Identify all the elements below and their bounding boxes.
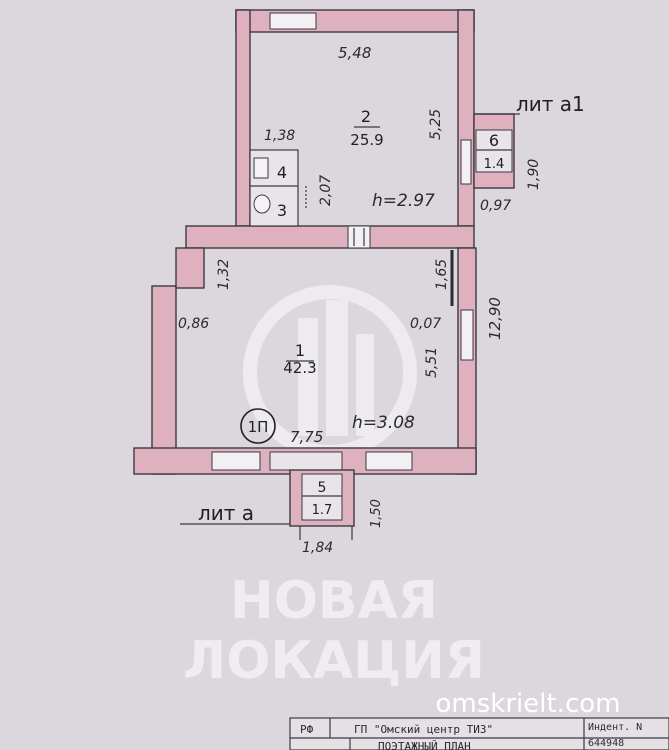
entrance-marker: 1П xyxy=(240,408,276,444)
bathroom-block xyxy=(249,149,307,227)
dim-5-51: 5,51 xyxy=(424,347,440,378)
label-lit-a: лит а xyxy=(198,501,254,525)
dim-5-48: 5,48 xyxy=(338,44,371,62)
height-lower: h=3.08 xyxy=(352,413,415,433)
window-top xyxy=(269,12,317,30)
dim-1-65: 1,65 xyxy=(434,259,450,290)
room-2-number: 2 xyxy=(361,107,371,126)
entrance-opening xyxy=(269,451,343,471)
title-block: РФ ГП "Омский центр ТИЗ" Индент. N 64494… xyxy=(289,717,669,750)
stamp-cell2: ГП "Омский центр ТИЗ" xyxy=(354,723,493,736)
dim-12-90: 12,90 xyxy=(486,297,504,340)
watermark-line2: ЛОКАЦИЯ xyxy=(183,631,485,691)
dim-1-90: 1,90 xyxy=(526,159,542,190)
stamp-number: 644948 xyxy=(588,738,624,749)
door-middle xyxy=(347,225,371,249)
stamp-cell1: РФ xyxy=(300,723,314,736)
dim-7-75: 7,75 xyxy=(290,428,323,446)
entrance-label: 1П xyxy=(248,418,269,436)
window-right-lower xyxy=(460,309,474,361)
room-5-area: 1.7 xyxy=(312,503,333,518)
room-4-number: 4 xyxy=(277,163,287,182)
dim-0-86: 0,86 xyxy=(178,316,209,332)
dim-1-50: 1,50 xyxy=(369,499,384,528)
height-upper: h=2.97 xyxy=(372,191,435,211)
upper-walls xyxy=(235,9,475,227)
annex-room-6 xyxy=(473,113,515,189)
dim-0-07: 0,07 xyxy=(410,316,441,332)
window-bottom-right xyxy=(365,451,413,471)
stamp-cell3: Индент. N xyxy=(588,722,642,733)
room-6-area: 1.4 xyxy=(484,157,505,172)
dim-0-97: 0,97 xyxy=(480,198,511,214)
leader-lines xyxy=(180,113,520,540)
room-6-number: 6 xyxy=(489,131,499,150)
dim-1-38: 1,38 xyxy=(264,128,295,144)
room-3-number: 3 xyxy=(277,201,287,220)
toilet-icon xyxy=(253,157,269,179)
room-2-area: 25.9 xyxy=(350,131,383,149)
vestibule-room-5 xyxy=(289,469,355,527)
window-bottom-left xyxy=(211,451,261,471)
sink-icon xyxy=(253,194,271,214)
stamp-title: ПОЭТАЖНЫЙ ПЛАН xyxy=(378,740,471,750)
window-right-upper xyxy=(460,139,472,185)
room-5-number: 5 xyxy=(318,480,327,496)
label-lit-a1: лит а1 xyxy=(516,92,585,116)
watermark-line1: НОВАЯ xyxy=(230,571,438,631)
watermark-site: omskrielt.com xyxy=(436,689,621,719)
room-1-number: 1 xyxy=(295,341,305,360)
dim-2-07: 2,07 xyxy=(318,175,334,206)
dim-1-32: 1,32 xyxy=(216,259,232,290)
dim-5-25: 5,25 xyxy=(428,109,444,140)
dim-1-84: 1,84 xyxy=(302,540,333,556)
middle-wall xyxy=(185,225,475,249)
room-1-area: 42.3 xyxy=(283,359,316,377)
